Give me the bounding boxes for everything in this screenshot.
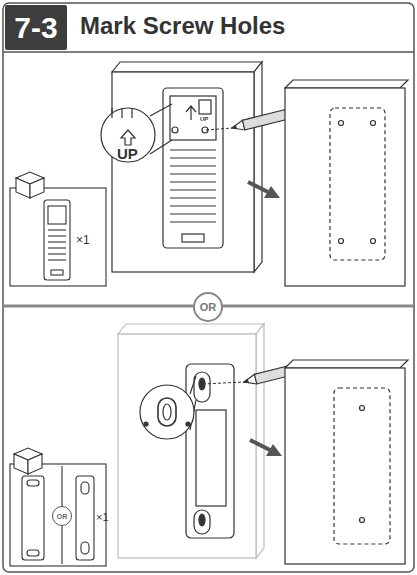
move-arrow [250,440,282,456]
or-text: OR [200,302,217,313]
magnifier-callout [101,104,172,162]
title-rule [3,51,414,53]
move-arrow [248,182,280,198]
mark-line [206,128,232,130]
page-frame [3,3,414,572]
or-text: OR [57,513,68,520]
wall-board [285,80,408,286]
or-circle: OR [52,506,72,526]
package-inset [10,448,106,566]
wall-block [112,62,262,272]
up-marking: UP [117,146,138,161]
or-circle: OR [193,292,223,322]
mounting-bracket [186,364,234,538]
step-title: Mark Screw Holes [80,12,285,40]
package-inset [10,172,106,286]
up-marking: UP [200,116,208,122]
step-badge: 7-3 [5,5,67,50]
mounting-plate [163,88,223,248]
step-number: 7-3 [14,13,57,43]
magnifier-callout [140,376,196,439]
quantity-label: ×1 [76,234,90,246]
mark-line [203,382,244,384]
wall-board [285,360,408,564]
quantity-label: ×1 [96,512,109,523]
wall-block [118,324,264,558]
